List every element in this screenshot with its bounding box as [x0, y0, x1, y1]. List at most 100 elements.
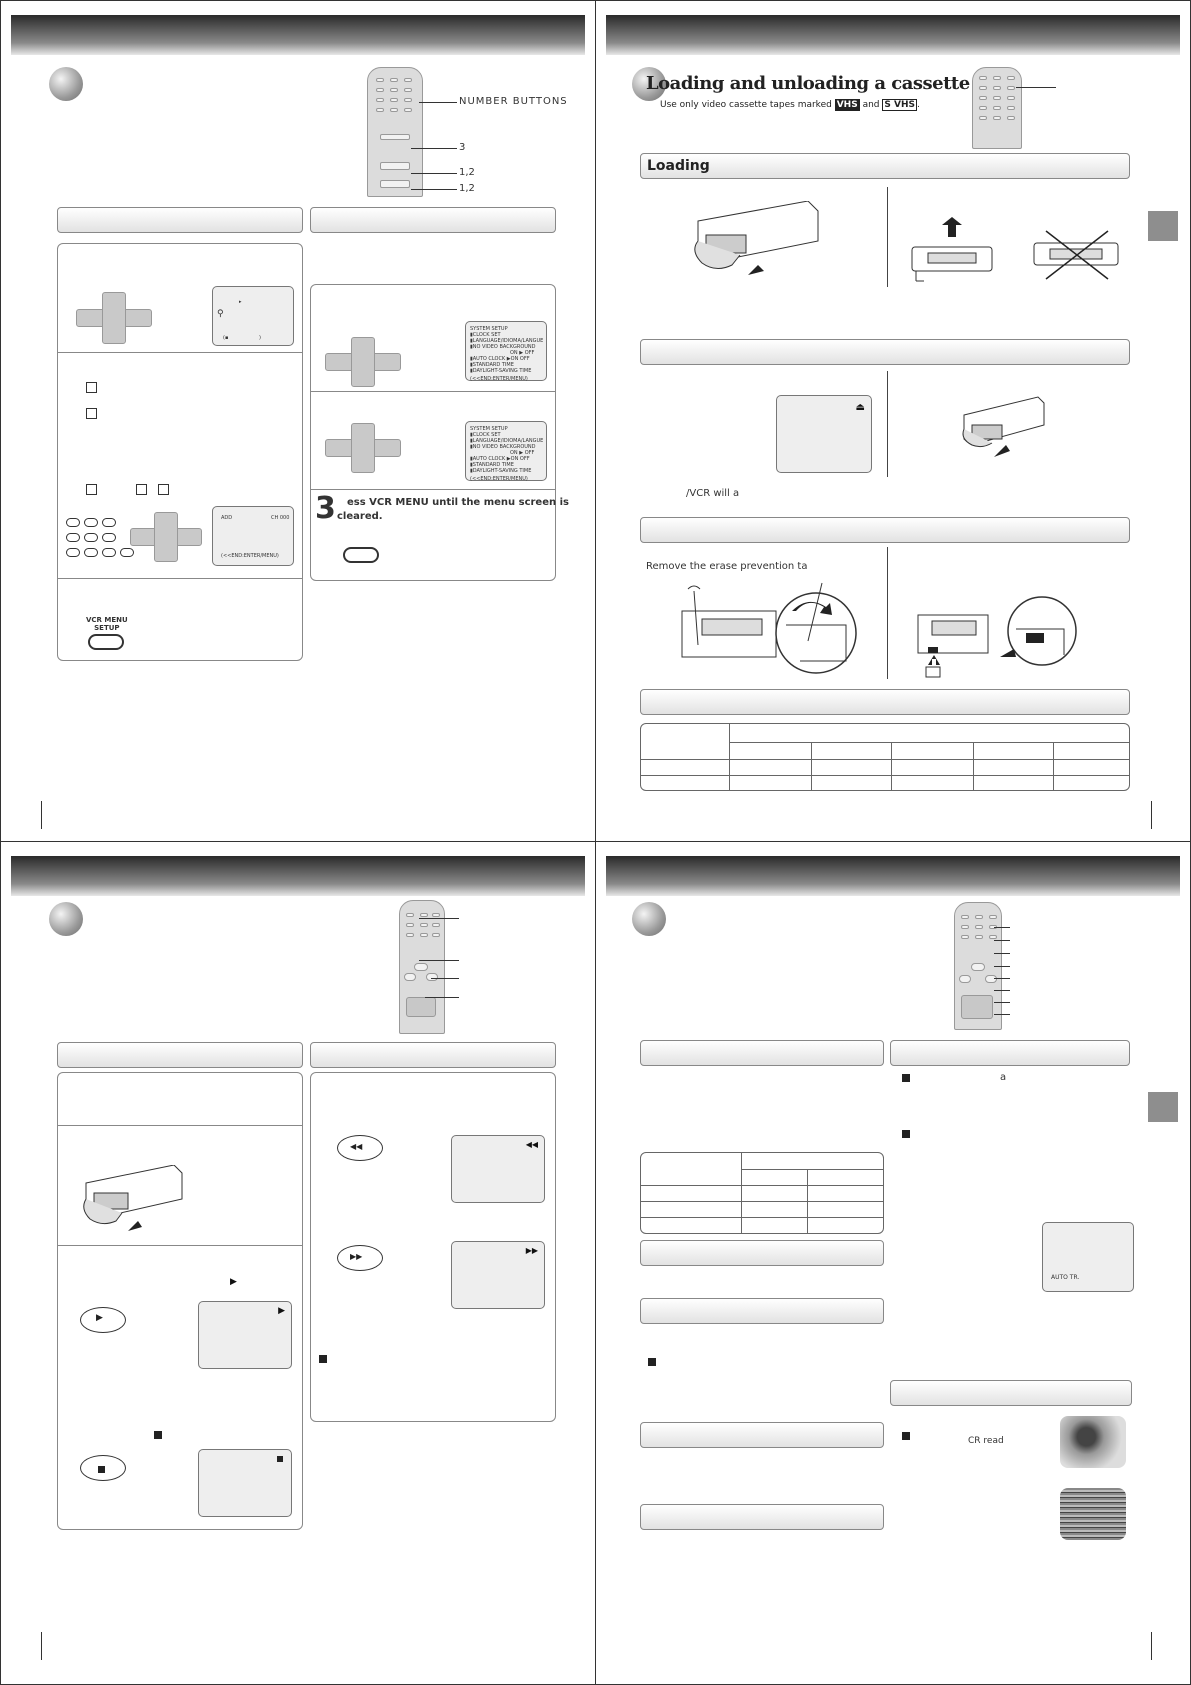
body-text: Remove the erase prevention ta	[646, 561, 808, 572]
steps-panel-left: ▶ ▶ ▶	[57, 1072, 303, 1530]
section-bar-left	[57, 1042, 303, 1068]
divider	[311, 391, 555, 392]
section-bar	[640, 1422, 884, 1448]
osd-text: ▮AUTO CLOCK ▶ON OFF	[470, 356, 530, 362]
vcr-eject-illustration	[962, 396, 1045, 457]
side-tab	[1148, 1092, 1178, 1122]
section-bar-recording-time	[640, 689, 1130, 715]
header-band	[11, 15, 585, 55]
system-setup-screen: SYSTEM SETUP ▮CLOCK SET ▮LANGUAGE/IDIOMA…	[465, 421, 547, 482]
osd-text: SYSTEM SETUP	[470, 426, 508, 432]
page-top-right: Loading and unloading a cassette tape Us…	[595, 0, 1191, 842]
callout-line	[431, 978, 459, 979]
callout-line	[994, 1002, 1010, 1003]
callout-line	[994, 940, 1010, 941]
fast-forward-icon: ▶▶	[525, 1246, 538, 1255]
vcr-menu-setup-button[interactable]	[88, 634, 124, 650]
subtitle-text: .	[916, 100, 920, 110]
cursor-pad-icon	[76, 292, 152, 344]
section-bar-right	[310, 1042, 556, 1068]
stop-icon	[98, 1466, 105, 1473]
tv-screen-auto-tracking: AUTO TR.	[1042, 1222, 1134, 1292]
cursor-pad-icon	[325, 337, 401, 387]
step-text: cleared.	[337, 511, 383, 522]
steps-panel-left: ▸ ⚲ (▪ ) ADD CH 000	[57, 243, 303, 661]
page-top-left: NUMBER BUTTONS 3 1,2 1,2 ▸ ⚲ (▪ )	[0, 0, 596, 842]
section-bar	[640, 1240, 884, 1266]
callout-line	[994, 966, 1010, 967]
vcr-menu-button[interactable]	[343, 547, 379, 563]
callout-line	[994, 927, 1010, 928]
number-pad-icon	[66, 518, 134, 562]
osd-text: ON ▶ OFF	[510, 350, 535, 356]
section-bullet-icon	[49, 902, 83, 936]
callout-line	[411, 189, 457, 190]
header-band	[606, 856, 1180, 896]
side-tab	[1148, 211, 1178, 241]
osd-text: AUTO TR.	[1051, 1274, 1080, 1281]
callout-number-buttons: NUMBER BUTTONS	[459, 96, 568, 107]
cursor-pad-icon	[130, 512, 202, 562]
tv-screen-stop	[198, 1449, 292, 1517]
osd-text: ON ▶ OFF	[510, 450, 535, 456]
divider	[58, 578, 302, 579]
speed-table	[640, 1152, 884, 1234]
section-bar	[640, 1504, 884, 1530]
eject-icon: ⏏	[855, 402, 865, 413]
tv-screen-eject: ⏏	[776, 395, 872, 473]
tv-screen-rewind: ◀◀	[451, 1135, 545, 1203]
body-text: a	[1000, 1072, 1007, 1083]
divider	[58, 1245, 302, 1246]
play-button[interactable]: ▶	[80, 1307, 126, 1333]
remote-control-icon	[367, 67, 423, 197]
stop-button[interactable]	[80, 1455, 126, 1481]
section-bar-right	[890, 1040, 1130, 1066]
callout-3: 3	[459, 142, 466, 153]
page-bottom-right: a AUTO TR. CR read	[595, 841, 1191, 1685]
section-bar-left	[640, 1040, 884, 1066]
fast-forward-button[interactable]: ▶▶	[337, 1245, 383, 1271]
header-band	[11, 856, 585, 896]
osd-text: (<<END:ENTER/MENU)	[221, 553, 279, 559]
checkbox-square	[136, 484, 147, 495]
steps-panel-right: SYSTEM SETUP ▮CLOCK SET ▮LANGUAGE/IDIOMA…	[310, 284, 569, 581]
note-bullet-icon	[902, 1432, 910, 1440]
callout-line	[419, 918, 459, 919]
clear-picture-image	[1060, 1416, 1126, 1468]
column-divider	[887, 187, 888, 287]
subtitle-text: and	[862, 100, 880, 110]
section-title: Loading	[647, 158, 710, 174]
osd-text: ▮NO VIDEO BACKGROUND	[470, 344, 536, 350]
osd-text: CH 000	[271, 515, 290, 521]
rewind-button[interactable]: ◀◀	[337, 1135, 383, 1161]
tv-screen-fast-forward: ▶▶	[451, 1241, 545, 1309]
subtitle-text: Use only video cassette tapes marked	[660, 100, 832, 110]
osd-text: (▪	[223, 335, 229, 341]
system-setup-screen: SYSTEM SETUP ▮CLOCK SET ▮LANGUAGE/IDIOMA…	[465, 321, 547, 382]
vcr-insert-illustration	[694, 201, 819, 275]
osd-text: ▮CLOCK SET	[470, 432, 501, 438]
osd-text: ▮STANDARD TIME	[470, 362, 514, 368]
osd-text: ▮STANDARD TIME	[470, 462, 514, 468]
osd-text: ▮CLOCK SET	[470, 332, 501, 338]
section-bullet-icon	[632, 902, 666, 936]
osd-text: SYSTEM SETUP	[470, 326, 508, 332]
osd-text: ADD	[221, 515, 233, 521]
osd-text: ▮AUTO CLOCK ▶ON OFF	[470, 456, 530, 462]
section-bullet-icon	[632, 67, 666, 101]
steps-panel-right: ◀◀ ◀◀ ▶▶ ▶▶	[310, 1072, 556, 1422]
page-edge-mark	[1151, 801, 1152, 829]
callout-line	[1016, 87, 1056, 88]
osd-text: )	[259, 335, 261, 341]
section-bar-left	[57, 207, 303, 233]
callout-line	[411, 173, 457, 174]
callout-line	[425, 997, 459, 998]
cassette-wrong-illustration	[1033, 230, 1119, 280]
note-bullet-icon	[648, 1358, 656, 1366]
note-bullet-icon	[319, 1355, 327, 1363]
tv-screen-preview: ▸ ⚲ (▪ )	[212, 286, 294, 346]
divider	[58, 352, 302, 353]
section-bar-loading: Loading	[640, 153, 1130, 179]
step-text: ess VCR MENU until the menu screen is	[347, 497, 569, 508]
stop-icon	[277, 1456, 283, 1462]
